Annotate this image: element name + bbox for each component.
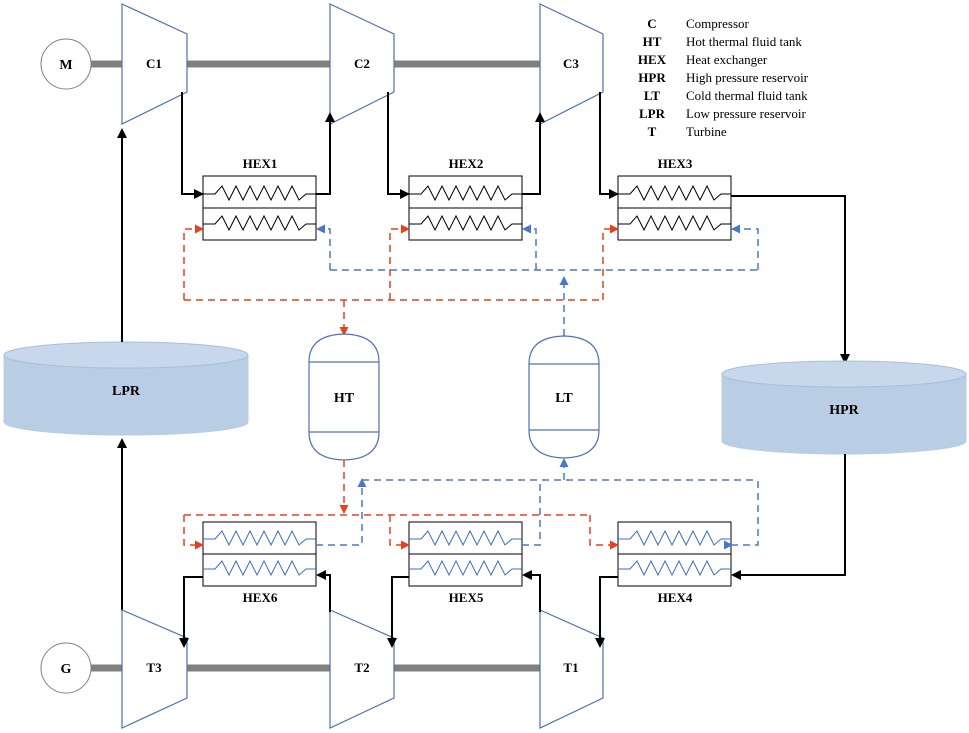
- hex-4-label: HEX4: [658, 590, 693, 605]
- legend-desc-5: Low pressure reservoir: [686, 106, 807, 121]
- air-hex3-to-hpr: [731, 195, 850, 364]
- motor-label: M: [59, 58, 72, 73]
- hex-4: [617, 521, 732, 587]
- legend-desc-6: Turbine: [686, 124, 727, 139]
- compressor-1: [121, 3, 188, 125]
- legend-desc-3: High pressure reservoir: [686, 70, 809, 85]
- turbine-2-label: T2: [354, 660, 369, 675]
- legend: C Compressor HT Hot thermal fluid tank H…: [638, 16, 809, 139]
- turbine-1: [539, 609, 604, 729]
- legend-abbr-2: HEX: [638, 52, 667, 67]
- hot-hex1-out: [183, 224, 204, 300]
- air-c2-to-hex2: [387, 92, 410, 199]
- hex-6-label: HEX6: [243, 590, 278, 605]
- air-c1-to-hex1: [181, 92, 204, 199]
- legend-abbr-1: HT: [643, 34, 662, 49]
- turbine-3-label: T3: [146, 660, 162, 675]
- turbine-1-label: T1: [563, 660, 578, 675]
- turbine-3: [121, 609, 188, 729]
- legend-abbr-0: C: [647, 16, 656, 31]
- hot-to-hex5: [389, 515, 410, 550]
- hex-2: [408, 175, 523, 241]
- air-t3-to-hex6: [316, 570, 331, 612]
- cold-hex4-out: [724, 480, 759, 550]
- legend-desc-0: Compressor: [686, 16, 750, 31]
- cold-hex6-out: [316, 478, 367, 546]
- air-hex6-to-t3: [179, 576, 203, 648]
- air-hex2-to-c3: [522, 112, 545, 195]
- compressor-2: [329, 3, 395, 125]
- hex-3: [617, 175, 732, 241]
- low-pressure-reservoir: [3, 341, 249, 436]
- compressor-1-label: C1: [146, 56, 162, 71]
- legend-desc-2: Heat exchanger: [686, 52, 768, 67]
- legend-abbr-5: LPR: [639, 106, 666, 121]
- air-hex5-to-t2: [387, 576, 409, 648]
- cold-hex5-out: [522, 480, 541, 546]
- air-hex1-to-c2: [316, 112, 335, 195]
- hot-to-hex6: [183, 515, 204, 550]
- compressor-3-label: C3: [563, 56, 579, 71]
- generator-label: G: [61, 662, 72, 677]
- generator: [40, 642, 92, 694]
- air-hex4-to-t1: [595, 576, 618, 648]
- legend-abbr-3: HPR: [638, 70, 666, 85]
- air-c3-to-hex3: [599, 92, 619, 199]
- compressor-2-label: C2: [354, 56, 370, 71]
- hot-hex3-out: [602, 224, 619, 300]
- lpr-label: LPR: [112, 384, 141, 399]
- hot-to-hex4: [589, 515, 619, 550]
- high-pressure-reservoir: [721, 360, 967, 455]
- hex-6: [202, 521, 317, 587]
- hex-1-label: HEX1: [243, 156, 278, 171]
- cold-to-hex1: [316, 224, 331, 270]
- hex-3-label: HEX3: [658, 156, 693, 171]
- cold-to-hex2: [522, 224, 537, 270]
- hot-hex2-out: [389, 224, 410, 300]
- air-t2-to-hex5: [522, 570, 541, 612]
- air-hpr-to-hex4: [731, 454, 846, 580]
- hex-1: [202, 175, 317, 241]
- hpr-label: HPR: [829, 403, 859, 418]
- legend-desc-1: Hot thermal fluid tank: [686, 34, 802, 49]
- legend-abbr-6: T: [648, 124, 657, 139]
- compressor-3: [539, 3, 604, 125]
- legend-desc-4: Cold thermal fluid tank: [686, 88, 808, 103]
- turbine-2: [329, 609, 395, 729]
- ht-label: HT: [334, 391, 355, 406]
- motor: [40, 38, 92, 90]
- legend-abbr-4: LT: [644, 88, 660, 103]
- lt-label: LT: [555, 391, 573, 406]
- cold-to-hex3: [731, 224, 759, 270]
- hex-2-label: HEX2: [449, 156, 484, 171]
- hex-5: [408, 521, 523, 587]
- hex-5-label: HEX5: [449, 590, 484, 605]
